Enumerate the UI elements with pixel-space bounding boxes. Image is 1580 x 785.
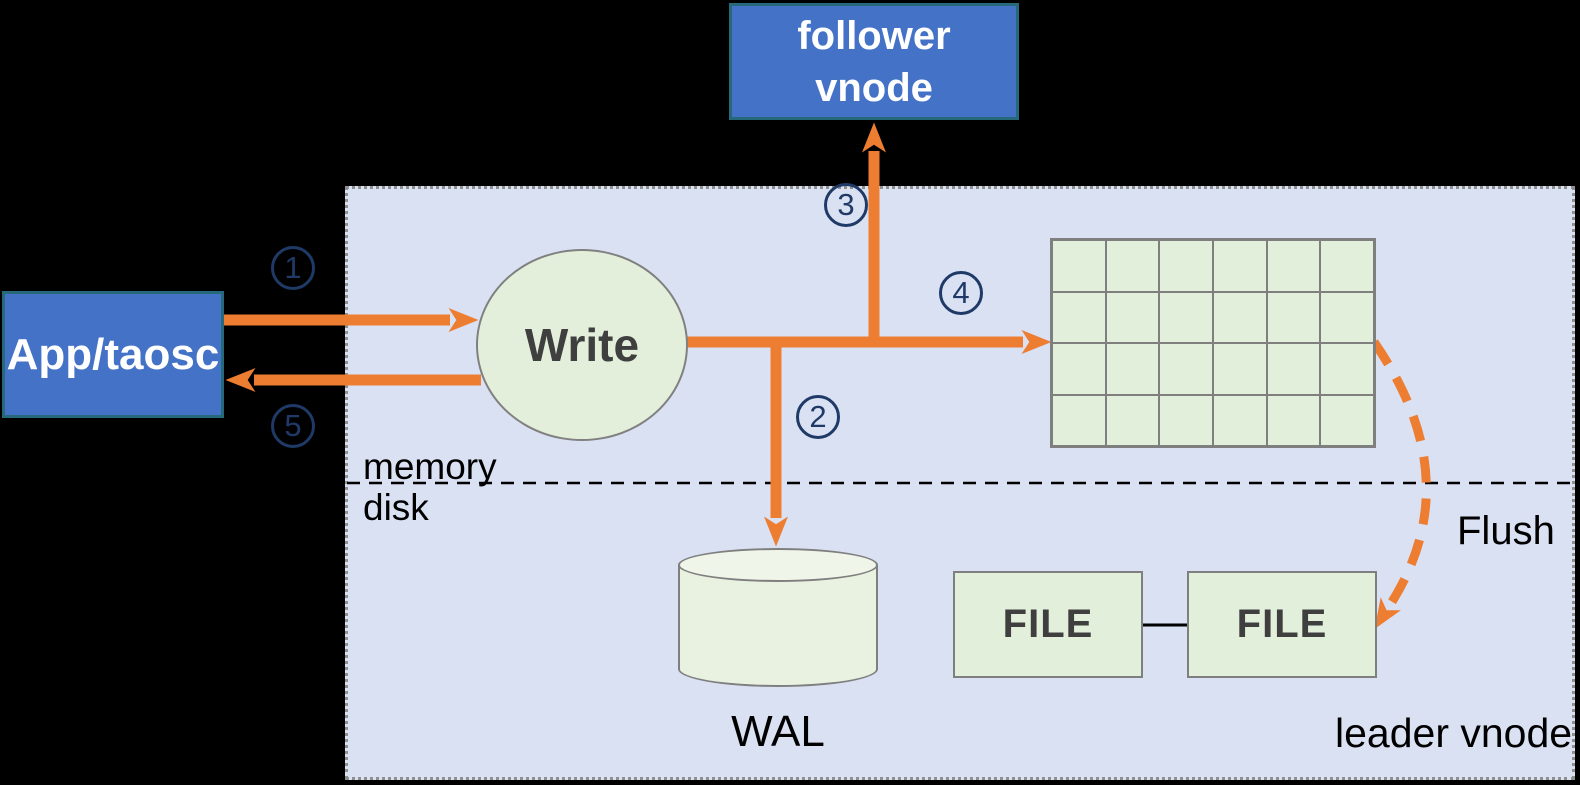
app-taosc-node: App/taosc <box>2 291 224 418</box>
wal-label: WAL <box>731 707 825 756</box>
disk-label: disk <box>363 487 429 528</box>
memtable-grid-cell <box>1105 394 1160 446</box>
memtable-grid-cell <box>1266 291 1321 343</box>
wal-cylinder-top <box>678 548 878 582</box>
memtable-grid-cell <box>1213 343 1267 395</box>
memtable-grid-cell <box>1105 343 1160 395</box>
follower-vnode-node: follower vnode <box>729 3 1019 120</box>
memtable-grid-cell <box>1266 343 1321 395</box>
memtable-grid-cell <box>1320 291 1374 343</box>
memtable-grid-cell <box>1213 291 1267 343</box>
memtable-grid-cell <box>1052 343 1106 395</box>
flush-label: Flush <box>1457 509 1555 553</box>
step-badge-3: 3 <box>824 183 868 227</box>
memtable-grid-cell <box>1159 343 1213 395</box>
memtable-grid-cell <box>1266 394 1321 446</box>
memtable-grid-cell <box>1052 394 1106 446</box>
follower-vnode-label-line2: vnode <box>815 65 933 110</box>
memtable-grid-cell <box>1266 240 1321 292</box>
leader-vnode-label: leader vnode <box>1335 710 1573 756</box>
app-taosc-label: App/taosc <box>6 329 220 379</box>
memtable-grid-cell <box>1159 394 1213 446</box>
memtable-grid <box>1050 238 1376 448</box>
memtable-grid-cell <box>1052 291 1106 343</box>
memtable-grid-cell <box>1320 240 1374 292</box>
file-node-2: FILE <box>1187 571 1377 678</box>
file-1-label: FILE <box>1002 602 1094 646</box>
memtable-grid-cell <box>1159 291 1213 343</box>
memtable-grid-cell <box>1105 291 1160 343</box>
write-label: Write <box>524 319 640 371</box>
follower-vnode-label-line1: follower <box>797 13 951 58</box>
step-badge-1: 1 <box>271 246 315 290</box>
memtable-grid-cell <box>1320 394 1374 446</box>
step-badge-2: 2 <box>796 395 840 439</box>
memtable-grid-cell <box>1052 240 1106 292</box>
wal-cylinder <box>678 548 878 688</box>
file-node-1: FILE <box>953 571 1143 678</box>
memory-label: memory <box>363 446 497 487</box>
write-node: Write <box>476 249 688 441</box>
memtable-grid-cell <box>1105 240 1160 292</box>
step-badge-5: 5 <box>271 404 315 448</box>
memtable-grid-cell <box>1320 343 1374 395</box>
memtable-grid-cell <box>1213 394 1267 446</box>
wal-cylinder-body <box>678 565 878 687</box>
file-2-label: FILE <box>1236 602 1328 646</box>
memtable-grid-cell <box>1159 240 1213 292</box>
step-badge-4: 4 <box>939 271 983 315</box>
memtable-grid-cell <box>1213 240 1267 292</box>
